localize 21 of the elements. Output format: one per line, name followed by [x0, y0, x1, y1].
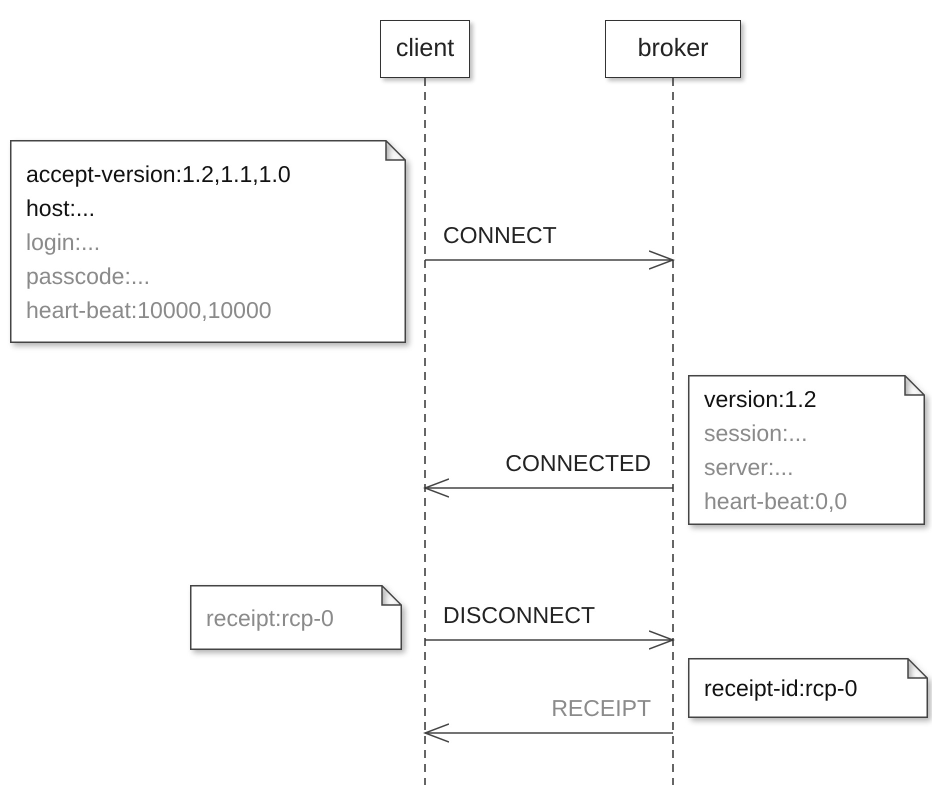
note-text: heart-beat:0,0 [704, 487, 848, 516]
note-box [688, 658, 928, 718]
note-text: version:1.2 [704, 385, 818, 414]
participant-label: broker [638, 33, 708, 64]
note-box [688, 375, 925, 525]
note-box [190, 585, 402, 650]
note-text: heart-beat:10000,10000 [26, 296, 273, 324]
note-text: server:... [704, 453, 794, 482]
note-text: receipt-id:rcp-0 [704, 674, 858, 703]
message-arrow [424, 723, 673, 743]
message-arrow [424, 478, 673, 498]
note-text: receipt:rcp-0 [206, 604, 335, 633]
note-box [10, 140, 406, 343]
note-text: accept-version:1.2,1.1,1.0 [26, 160, 292, 189]
note-text: session:... [704, 419, 809, 448]
note-text: login:... [26, 228, 102, 257]
message-arrow [425, 630, 674, 650]
note-text: passcode:... [26, 262, 152, 291]
message-arrow [425, 250, 674, 270]
note-text: host:... [26, 194, 96, 222]
participant-label: client [396, 33, 454, 64]
